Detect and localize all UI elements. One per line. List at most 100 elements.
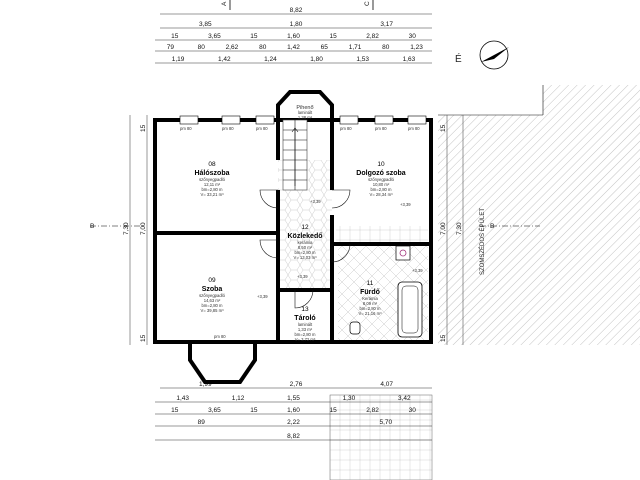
window-code: pm 80 bbox=[375, 126, 387, 131]
dimension-label: 8,82 bbox=[287, 433, 300, 440]
room-floor: laminált bbox=[298, 110, 313, 115]
dimension-label: 1,80 bbox=[290, 21, 303, 28]
dimension-label: 1,30 bbox=[343, 395, 356, 402]
room-area: 1,33 m² bbox=[298, 327, 313, 332]
dimension-label: 1,42 bbox=[218, 56, 231, 63]
dimension-label: 3,85 bbox=[199, 21, 212, 28]
right-outer-dim: 7,30 bbox=[456, 222, 463, 235]
dimension-label: 5,70 bbox=[379, 419, 392, 426]
dimension-label: 2,22 bbox=[287, 419, 300, 426]
room-volume: V= 28,34 m³ bbox=[370, 192, 394, 197]
room-name: Dolgozó szoba bbox=[356, 170, 405, 177]
left-outer-dim: 7,30 bbox=[123, 222, 130, 235]
north-icon: É bbox=[455, 52, 462, 65]
dimension-label: 1,42 bbox=[287, 44, 300, 51]
room-height: bm=2,80 m bbox=[201, 187, 223, 192]
side-dimension-lines bbox=[129, 115, 464, 345]
dimension-label: 80 bbox=[198, 44, 206, 51]
level-marker: +3,39 bbox=[297, 274, 308, 279]
dimension-label: 2,82 bbox=[366, 33, 379, 40]
room-floor: laminált bbox=[298, 322, 313, 327]
dimension-label: 1,63 bbox=[403, 56, 416, 63]
room-number: 12 bbox=[301, 224, 309, 231]
toilet bbox=[349, 321, 361, 335]
section-b-left-marker: B bbox=[90, 223, 94, 230]
window-code: pm 80 bbox=[214, 334, 226, 339]
room-14: Pihenő laminált 1,38 m² bbox=[296, 105, 313, 120]
dimension-label: 1,53 bbox=[356, 56, 369, 63]
room-11: 11 Fürdő Kerámia 8,09 m² bm=2,80 m V= 21… bbox=[359, 280, 383, 316]
dimension-label: 3,17 bbox=[380, 21, 393, 28]
room-09: 09 Szoba szőnyegpadló 14,63 m² bm=2,80 m… bbox=[199, 277, 226, 313]
room-height: bm=2,80 m bbox=[359, 306, 381, 311]
room-height: bm=2,80 m bbox=[294, 332, 316, 337]
room-number: 13 bbox=[301, 306, 309, 313]
right-inner-dim: 7,00 bbox=[440, 222, 447, 235]
dimension-label: 1,23 bbox=[410, 44, 423, 51]
room-number: 10 bbox=[377, 161, 385, 168]
dimension-label: 1,24 bbox=[264, 56, 277, 63]
dimension-label: 89 bbox=[198, 419, 206, 426]
room-floor: kerámia bbox=[298, 240, 314, 245]
room-floor: szőnyegpadló bbox=[199, 293, 226, 298]
dimension-label: 80 bbox=[382, 44, 390, 51]
room-number: 09 bbox=[208, 277, 216, 284]
room-name: Fürdő bbox=[360, 289, 380, 296]
room-08: 08 Hálószoba szőnyegpadló 12,11 m² bm=2,… bbox=[194, 161, 229, 197]
dimension-label: 65 bbox=[321, 44, 329, 51]
washbasin bbox=[395, 245, 411, 261]
dimension-label: 79 bbox=[167, 44, 175, 51]
left-top-dim: 15 bbox=[140, 124, 147, 132]
dimension-label: 3,65 bbox=[208, 407, 221, 414]
dimension-label: 15 bbox=[250, 33, 258, 40]
dimension-label: 1,12 bbox=[232, 395, 245, 402]
dimension-label: 80 bbox=[259, 44, 267, 51]
dimension-label: 3,65 bbox=[208, 33, 221, 40]
bathtub bbox=[397, 281, 423, 338]
room-volume: V= 3,72 m³ bbox=[295, 337, 316, 342]
level-marker: +3,39 bbox=[400, 202, 411, 207]
dimension-label: 2,62 bbox=[226, 44, 239, 51]
room-10: 10 Dolgozó szoba szőnyegpadló 10,80 m² b… bbox=[356, 161, 405, 197]
window-code: pm 80 bbox=[180, 126, 192, 131]
dimension-label: 4,07 bbox=[380, 381, 393, 388]
room-floor: Kerámia bbox=[362, 296, 378, 301]
level-marker: +3,39 bbox=[310, 199, 321, 204]
right-top-dim: 15 bbox=[440, 124, 447, 132]
bottom-paving bbox=[329, 394, 433, 480]
north-arrow: É bbox=[455, 40, 509, 70]
dimension-label: 3,42 bbox=[398, 395, 411, 402]
room-area: 8,50 m² bbox=[298, 245, 313, 250]
window-code: pm 80 bbox=[340, 126, 352, 131]
room-volume: V= 13,03 m³ bbox=[294, 255, 318, 260]
window-code: pm 80 bbox=[256, 126, 268, 131]
dimension-label: 1,80 bbox=[310, 56, 323, 63]
room-area: 10,80 m² bbox=[373, 182, 390, 187]
room-13: 13 Tároló laminált 1,33 m² bm=2,80 m V= … bbox=[294, 306, 316, 342]
room-name: Hálószoba bbox=[194, 170, 229, 177]
level-marker: +3,39 bbox=[412, 268, 423, 273]
dimension-label: 15 bbox=[329, 407, 337, 414]
room-12: 12 Közlekedő kerámia 8,50 m² bm=2,80 m V… bbox=[287, 224, 322, 260]
left-bottom-dim: 15 bbox=[140, 334, 147, 342]
room-floor: szőnyegpadló bbox=[368, 177, 395, 182]
staircase bbox=[282, 119, 308, 191]
section-c-marker: C bbox=[364, 1, 371, 6]
room-name: Pihenő bbox=[296, 105, 313, 111]
dimension-label: 30 bbox=[409, 407, 417, 414]
dimension-label: 15 bbox=[250, 407, 258, 414]
walls bbox=[153, 90, 433, 384]
level-marker: +3,39 bbox=[257, 294, 268, 299]
dimension-label: 15 bbox=[329, 33, 337, 40]
left-inner-dim: 7,00 bbox=[140, 222, 147, 235]
dimension-label: 1,43 bbox=[176, 395, 189, 402]
neighbor-label: SZOMSZÉDOS ÉPÜLET bbox=[479, 208, 486, 275]
dimension-label: 8,82 bbox=[290, 7, 303, 14]
bathroom-fixtures bbox=[349, 245, 423, 338]
dimension-label: 1,19 bbox=[172, 56, 185, 63]
dimension-label: 2,76 bbox=[290, 381, 303, 388]
dimension-label: 1,60 bbox=[287, 407, 300, 414]
